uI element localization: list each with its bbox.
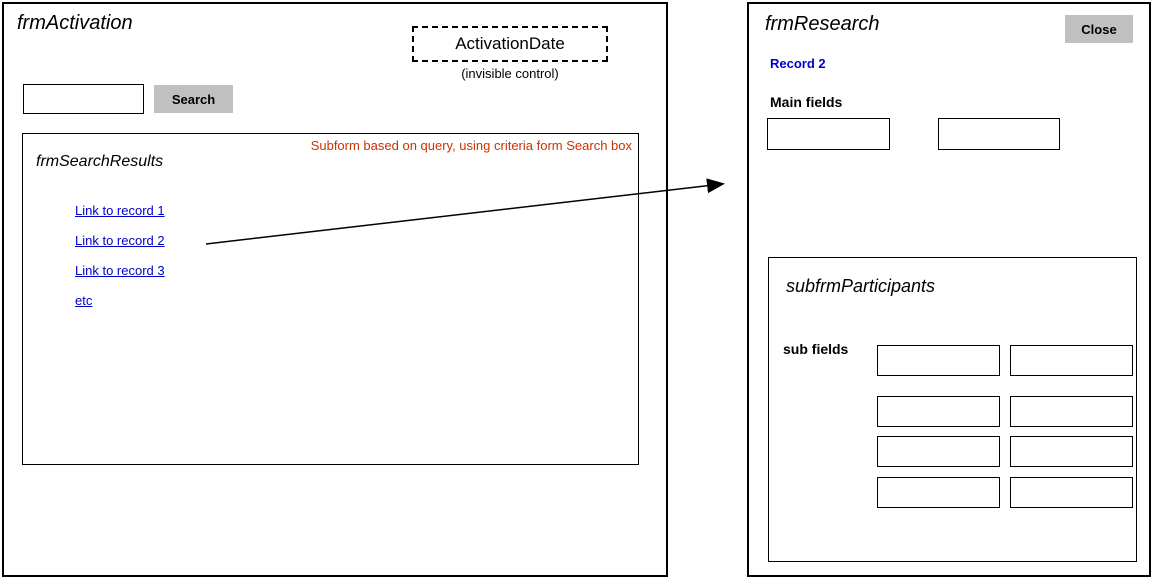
frm-research-title: frmResearch xyxy=(765,13,880,35)
frm-activation-title: frmActivation xyxy=(17,12,133,34)
sub-field-input-4[interactable] xyxy=(1010,396,1133,427)
link-to-record-1[interactable]: Link to record 1 xyxy=(75,203,165,218)
main-field-input-2[interactable] xyxy=(938,118,1060,150)
main-field-input-1[interactable] xyxy=(767,118,890,150)
subfrm-participants-title: subfrmParticipants xyxy=(786,276,936,296)
sub-field-input-7[interactable] xyxy=(877,477,1000,508)
frm-search-results-subform: Subform based on query, using criteria f… xyxy=(22,133,639,465)
record-label: Record 2 xyxy=(770,56,826,71)
frm-research-panel: frmResearch Close Record 2 Main fields s… xyxy=(747,2,1151,577)
sub-field-input-2[interactable] xyxy=(1010,345,1133,376)
sub-fields-label: sub fields xyxy=(783,341,849,357)
link-to-record-2[interactable]: Link to record 2 xyxy=(75,233,165,248)
link-etc[interactable]: etc xyxy=(75,293,93,308)
link-to-record-3[interactable]: Link to record 3 xyxy=(75,263,165,278)
search-button[interactable]: Search xyxy=(154,85,233,113)
subform-annotation: Subform based on query, using criteria f… xyxy=(310,138,632,153)
activation-date-control: ActivationDate xyxy=(412,26,608,62)
frm-search-results-title: frmSearchResults xyxy=(36,153,164,170)
sub-field-input-1[interactable] xyxy=(877,345,1000,376)
frm-activation-panel: frmActivation ActivationDate (invisible … xyxy=(2,2,668,577)
sub-field-input-6[interactable] xyxy=(1010,436,1133,467)
sub-field-input-5[interactable] xyxy=(877,436,1000,467)
sub-field-input-8[interactable] xyxy=(1010,477,1133,508)
search-input[interactable] xyxy=(23,84,144,114)
sub-field-input-3[interactable] xyxy=(877,396,1000,427)
subfrm-participants-subform: subfrmParticipants sub fields xyxy=(768,257,1137,562)
invisible-control-note: (invisible control) xyxy=(461,66,559,81)
activation-date-label: ActivationDate xyxy=(455,34,565,53)
main-fields-label: Main fields xyxy=(770,94,843,110)
close-button[interactable]: Close xyxy=(1065,15,1133,43)
